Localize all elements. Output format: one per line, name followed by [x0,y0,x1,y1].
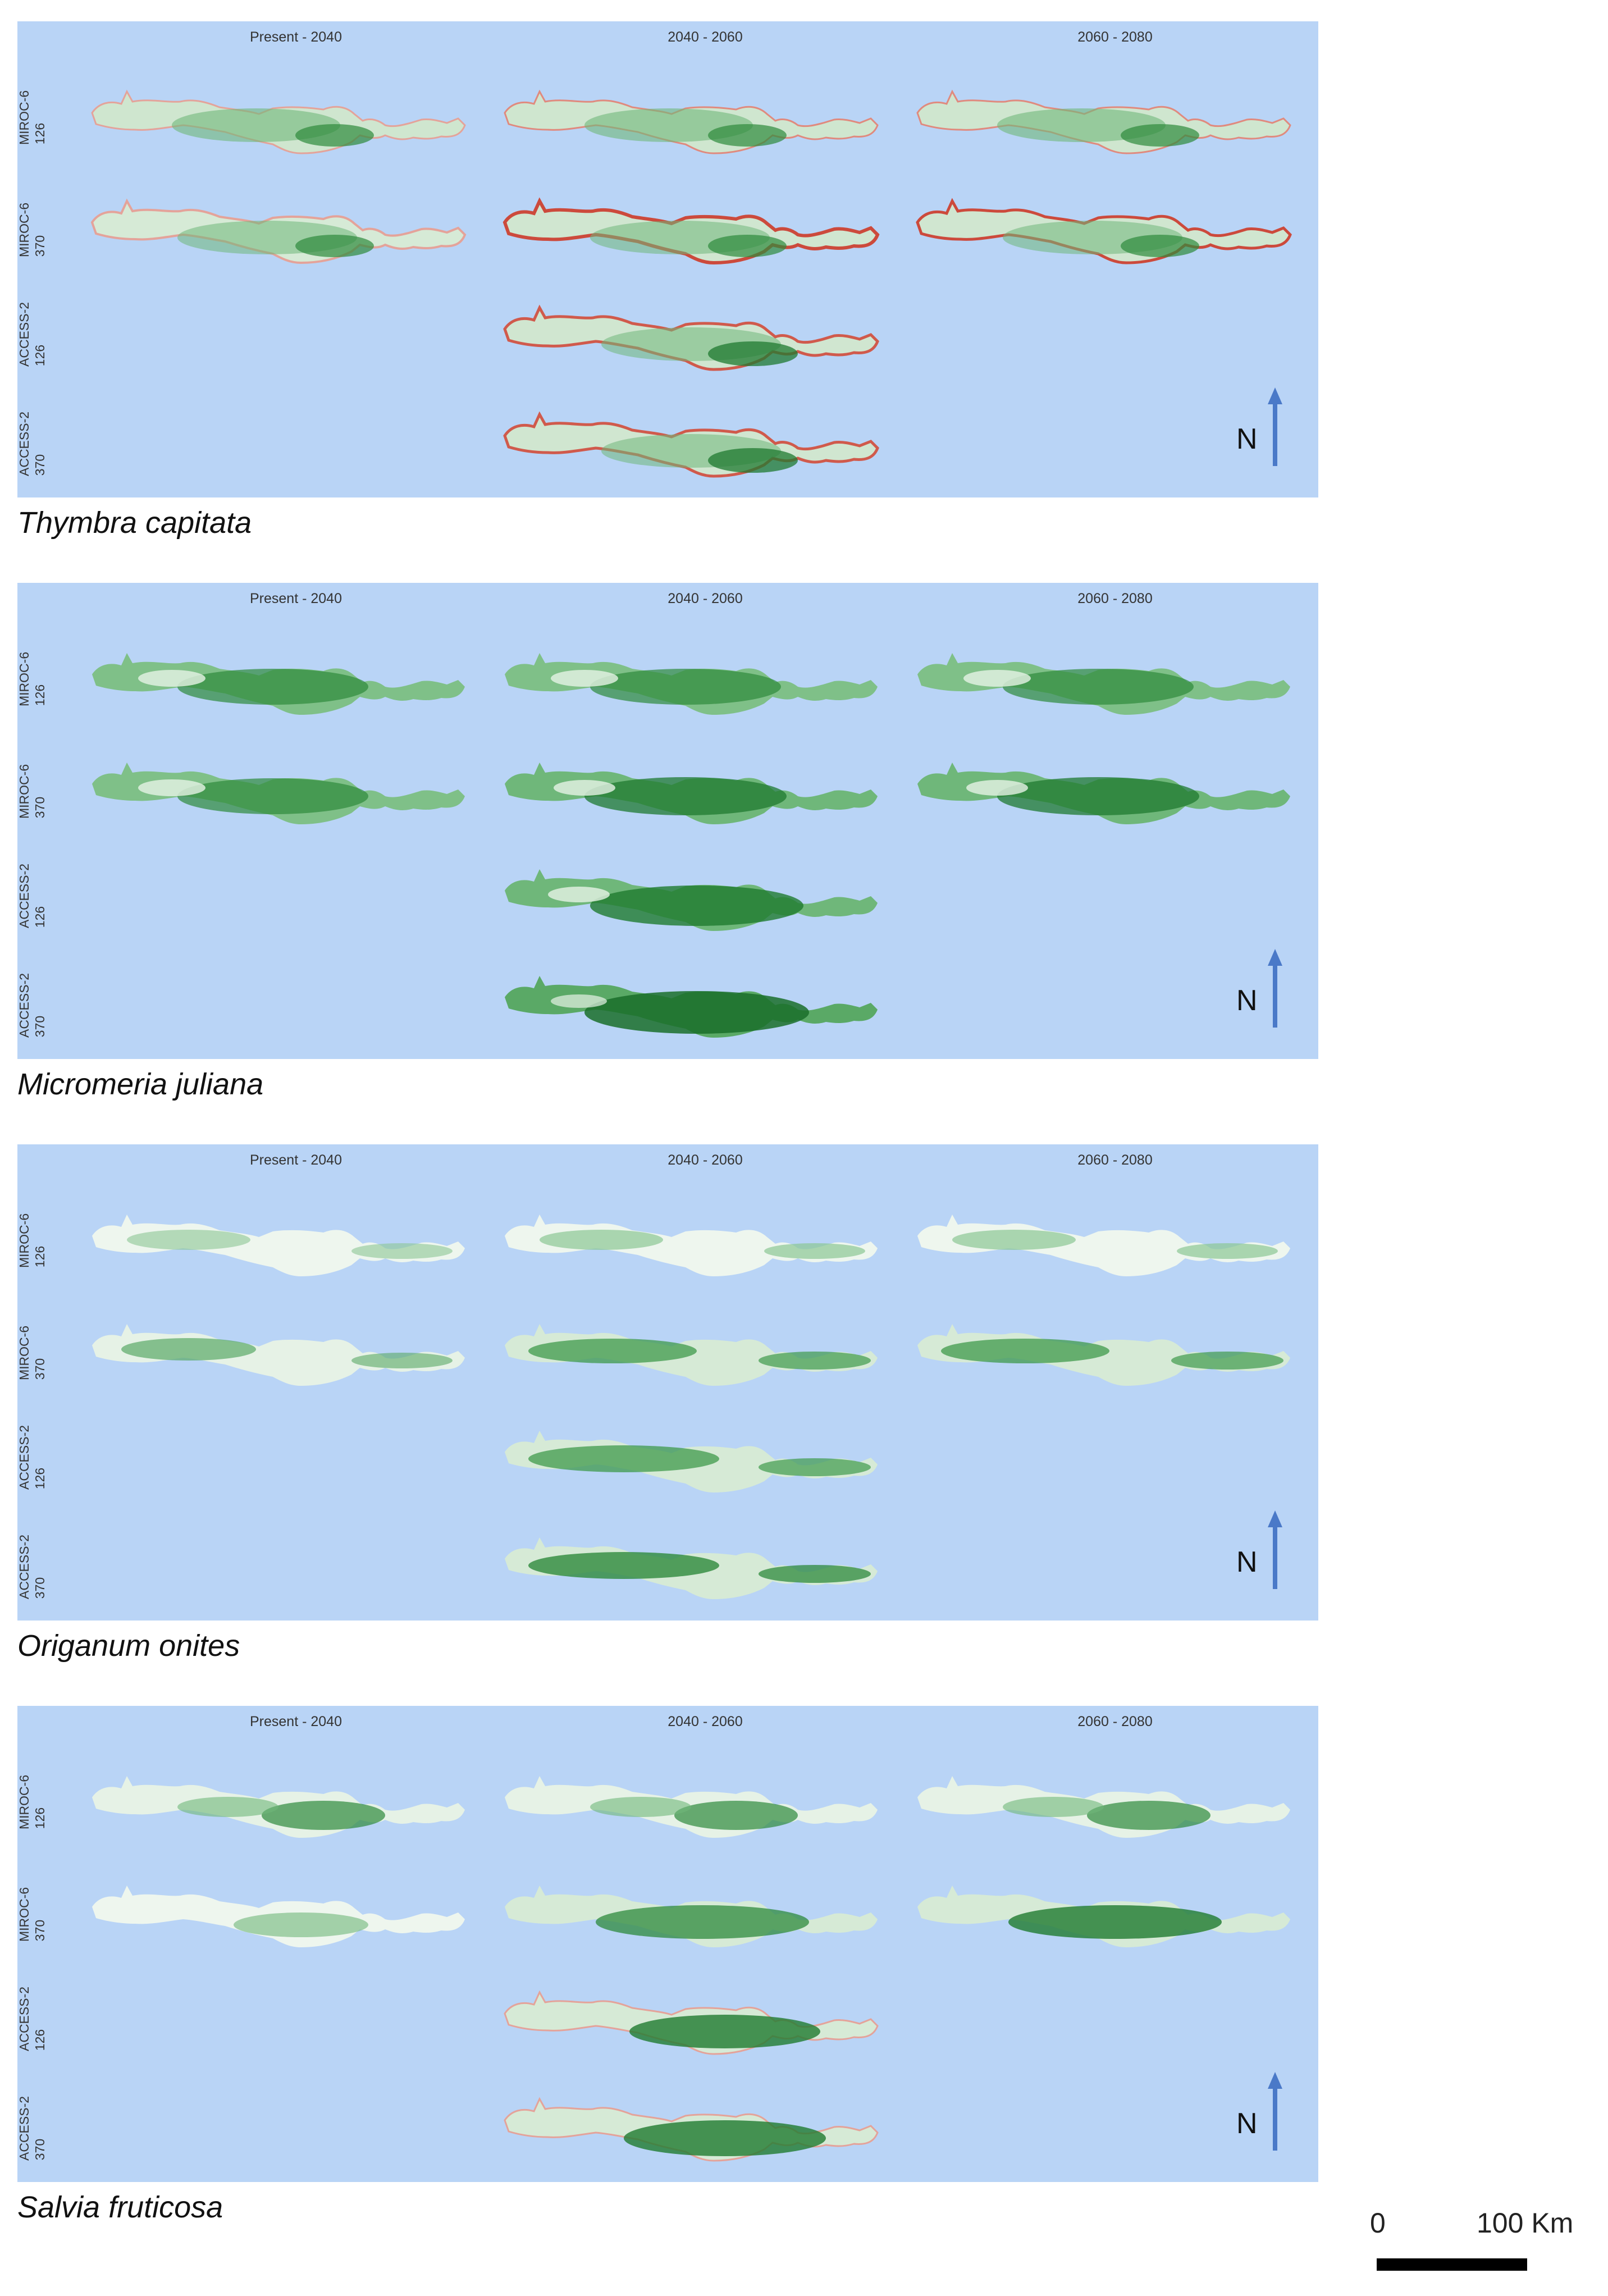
north-arrow: N [1236,1510,1287,1589]
species-caption: Salvia fruticosa [17,2190,223,2224]
column-title: Present - 2040 [250,591,342,606]
island-map [88,1302,469,1394]
north-arrow: N [1236,387,1287,466]
column-title: 2040 - 2060 [668,1714,743,1729]
north-label: N [1236,1546,1258,1578]
column-title: 2040 - 2060 [668,1152,743,1168]
island-map [913,1302,1295,1394]
north-label: N [1236,423,1258,455]
island-map [500,1302,882,1394]
island-map [500,1970,882,2062]
island-map [500,69,882,162]
arrow-up-icon [1268,387,1282,466]
column-title: 2040 - 2060 [668,591,743,606]
scale-bar: 0 100 Km [1370,2207,1589,2280]
island-map [913,69,1295,162]
column-title: 2060 - 2080 [1077,29,1153,45]
island-map [913,1192,1295,1285]
column-title: 2040 - 2060 [668,29,743,45]
arrow-up-icon [1268,1510,1282,1589]
island-map [500,1754,882,1846]
island-map [500,179,882,271]
island-map [500,1863,882,1956]
column-title: 2060 - 2080 [1077,591,1153,606]
island-map [500,953,882,1046]
island-map [500,1408,882,1501]
scale-zero-label: 0 [1370,2207,1386,2239]
island-map [88,1192,469,1285]
north-arrow: N [1236,2072,1287,2151]
island-map [500,392,882,485]
arrow-up-icon [1268,949,1282,1028]
island-map [500,2076,882,2169]
island-map [500,1515,882,1608]
island-map [88,1863,469,1956]
species-caption: Origanum onites [17,1629,240,1663]
north-arrow: N [1236,949,1287,1028]
map-panel-4: Present - 2040 2040 - 2060 2060 - 2080 M… [17,1706,1318,2182]
island-map [88,631,469,723]
column-title: Present - 2040 [250,1714,342,1729]
island-map [88,69,469,162]
map-panel-1: Present - 2040 2040 - 2060 2060 - 2080 M… [17,21,1318,497]
island-map [500,847,882,939]
scale-distance-label: 100 Km [1477,2207,1574,2239]
north-label: N [1236,2107,1258,2140]
island-map [913,1863,1295,1956]
north-label: N [1236,984,1258,1017]
arrow-up-icon [1268,2072,1282,2151]
island-map [88,179,469,271]
column-title: Present - 2040 [250,29,342,45]
map-panel-2: Present - 2040 2040 - 2060 2060 - 2080 M… [17,583,1318,1059]
island-map [913,740,1295,833]
island-map [500,285,882,378]
island-map [500,1192,882,1285]
scale-bar-line [1377,2258,1527,2271]
island-map [88,740,469,833]
map-panel-3: Present - 2040 2040 - 2060 2060 - 2080 M… [17,1144,1318,1621]
island-map [88,1754,469,1846]
island-map [500,740,882,833]
species-caption: Thymbra capitata [17,506,252,540]
island-map [913,631,1295,723]
species-caption: Micromeria juliana [17,1067,264,1101]
island-map [913,179,1295,271]
column-title: 2060 - 2080 [1077,1714,1153,1729]
island-map [500,631,882,723]
island-map [913,1754,1295,1846]
column-title: Present - 2040 [250,1152,342,1168]
column-title: 2060 - 2080 [1077,1152,1153,1168]
